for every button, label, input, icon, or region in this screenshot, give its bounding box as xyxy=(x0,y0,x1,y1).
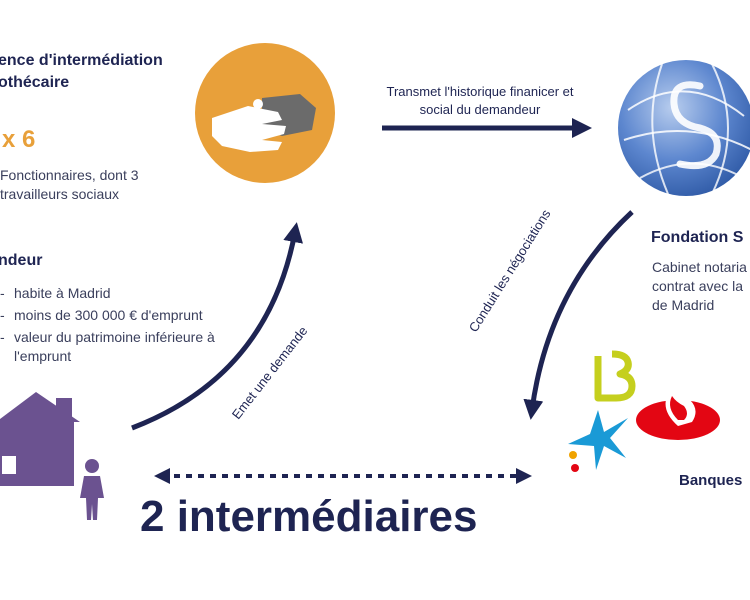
agency-title: ence d'intermédiation othécaire xyxy=(0,52,163,91)
center-title: 2 intermédiaires xyxy=(140,492,478,541)
caixa-b-icon xyxy=(594,350,636,402)
demandeur-title: ndeur xyxy=(0,252,43,269)
banques-title: Banques xyxy=(679,472,743,489)
caixa-star-icon xyxy=(568,410,628,472)
conduit-label: Conduit les négociations xyxy=(465,206,554,335)
conduit-arrow xyxy=(523,210,634,420)
list-item: habite à Madrid xyxy=(0,284,240,303)
transmet-label: Transmet l'historique finanicer et socia… xyxy=(386,84,574,117)
demandeur-criteria-list: habite à Madrid moins de 300 000 € d'emp… xyxy=(0,284,240,369)
agency-description: Fonctionnaires, dont 3 travailleurs soci… xyxy=(0,167,139,202)
agency-count: x 6 xyxy=(2,126,36,153)
fondation-description: Cabinet notaria contrat avec la de Madri… xyxy=(652,259,747,313)
list-item: moins de 300 000 € d'emprunt xyxy=(0,306,240,325)
house-icon xyxy=(0,392,80,486)
person-icon xyxy=(80,459,104,520)
santander-flame-icon xyxy=(636,376,720,440)
handshake-icon xyxy=(195,43,335,183)
list-item: valeur du patrimoine inférieure à l'empr… xyxy=(0,328,240,366)
globe-icon xyxy=(618,60,750,196)
fondation-title: Fondation S xyxy=(651,229,744,246)
